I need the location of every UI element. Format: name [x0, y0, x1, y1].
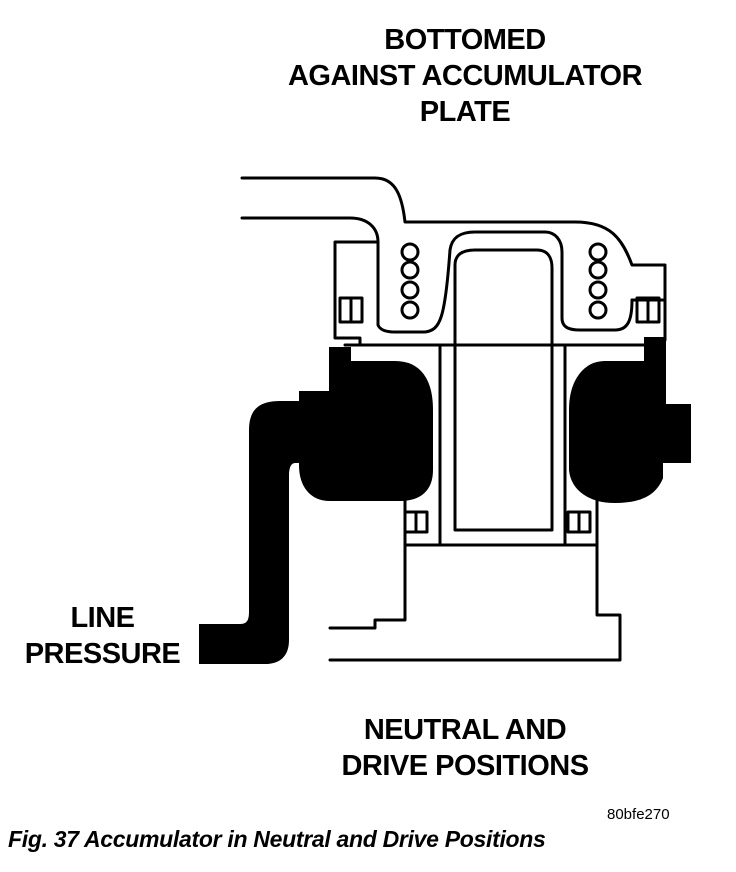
lower-housing [328, 543, 407, 630]
housing-right [569, 337, 691, 504]
position-label-line-1: NEUTRAL AND [363, 714, 567, 746]
position-label-line-2: DRIVE POSITIONS [341, 750, 589, 782]
top-label: BOTTOMED AGAINST ACCUMULATOR PLATE [230, 22, 700, 130]
top-label-line-1: BOTTOMED [384, 24, 546, 56]
line-pressure-label-line-1: LINE [70, 602, 135, 634]
accumulator-plate-lower [240, 216, 380, 287]
accumulator-plate [240, 176, 667, 302]
line-pressure-label: LINE PRESSURE [0, 600, 205, 672]
figure-caption: Fig. 37 Accumulator in Neutral and Drive… [8, 826, 546, 852]
piston-body [333, 283, 362, 347]
top-label-line-2: AGAINST ACCUMULATOR [287, 60, 643, 92]
line-pressure-label-line-2: PRESSURE [24, 638, 181, 670]
line-pressure-passage [199, 401, 301, 664]
figure-code: 80bfe270 [607, 806, 670, 823]
spring-left [400, 242, 420, 320]
position-label: NEUTRAL AND DRIVE POSITIONS [300, 712, 630, 784]
top-label-line-3: PLATE [419, 96, 511, 128]
spring-right [588, 242, 608, 320]
piston-bore [453, 248, 554, 532]
